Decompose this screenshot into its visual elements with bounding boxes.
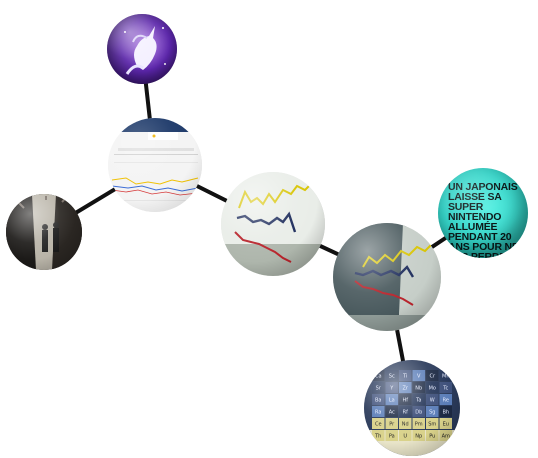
line-red-2 xyxy=(354,280,414,306)
element-cell xyxy=(399,370,412,381)
element-symbol: Th xyxy=(374,434,381,440)
element-symbol: Pu xyxy=(429,434,435,440)
element-symbol: Nb xyxy=(415,386,422,392)
element-symbol: Cr xyxy=(429,374,435,380)
element-symbol: Re xyxy=(443,398,449,404)
element-cell xyxy=(439,406,452,417)
line-yellow-2 xyxy=(362,242,434,268)
element-symbol: Ta xyxy=(415,398,421,404)
news-headline-text: UN JAPONAIS LAISSE SA SUPER NINTENDO ALL… xyxy=(448,181,528,258)
element-symbol: Bh xyxy=(442,410,449,416)
element-cell xyxy=(426,418,439,429)
element-cell xyxy=(385,370,398,381)
element-symbol: La xyxy=(389,398,395,404)
element-symbol: Ti xyxy=(402,374,407,380)
element-symbol: Np xyxy=(415,434,422,440)
node-line-chart-2[interactable] xyxy=(333,223,441,331)
element-symbol: Zr xyxy=(403,386,409,392)
element-symbol: Am xyxy=(442,434,450,440)
element-symbol: V xyxy=(417,374,421,380)
element-cell xyxy=(439,430,452,441)
search-results-thumbnail xyxy=(108,118,202,212)
unicorn-picture xyxy=(107,14,177,84)
element-symbol: Hf xyxy=(402,398,408,404)
element-cell xyxy=(372,370,385,381)
element-symbol: Pa xyxy=(389,434,395,440)
element-cell xyxy=(426,430,439,441)
element-cell xyxy=(412,406,425,417)
element-cell xyxy=(372,382,385,393)
element-cell xyxy=(399,430,412,441)
element-cell xyxy=(385,418,398,429)
line-yellow xyxy=(238,183,312,209)
element-cell xyxy=(399,394,412,405)
element-cell xyxy=(385,394,398,405)
line-chart-2-thumbnail xyxy=(333,223,441,331)
element-cell xyxy=(399,418,412,429)
element-symbol: Pr xyxy=(389,422,395,428)
element-cell xyxy=(426,382,439,393)
element-cell xyxy=(426,370,439,381)
element-symbol: Ba xyxy=(375,398,382,404)
element-cell xyxy=(426,394,439,405)
element-symbol: Sc xyxy=(389,374,395,380)
element-cell xyxy=(399,406,412,417)
element-cell xyxy=(439,394,452,405)
element-symbol: Rf xyxy=(403,410,408,416)
node-unicorn-image[interactable] xyxy=(107,14,177,84)
element-cell xyxy=(412,394,425,405)
element-cell xyxy=(426,406,439,417)
element-cell xyxy=(412,430,425,441)
node-line-chart-1[interactable] xyxy=(221,172,325,276)
element-symbol: Sr xyxy=(376,386,382,392)
element-cell xyxy=(412,418,425,429)
element-cell xyxy=(372,430,385,441)
element-cell xyxy=(372,418,385,429)
element-symbol: Db xyxy=(415,410,422,416)
element-symbol: Tc xyxy=(442,386,448,392)
element-symbol: Sg xyxy=(429,410,435,416)
line-navy xyxy=(236,211,297,233)
line-navy-2 xyxy=(354,265,415,278)
element-cell xyxy=(412,382,425,393)
element-symbol: Nd xyxy=(402,422,409,428)
street-photo xyxy=(6,194,82,270)
element-cell xyxy=(439,370,452,381)
element-symbol: Mn xyxy=(442,374,449,380)
element-symbol: Mo xyxy=(429,386,436,392)
element-cell xyxy=(372,406,385,417)
element-cell xyxy=(372,394,385,405)
element-cell xyxy=(385,382,398,393)
line-red xyxy=(234,231,292,263)
element-cell xyxy=(385,430,398,441)
element-symbol: Sm xyxy=(428,422,436,428)
element-cell xyxy=(412,370,425,381)
element-symbol: Ce xyxy=(375,422,382,428)
element-cell xyxy=(399,382,412,393)
element-symbol: Ra xyxy=(375,410,381,416)
element-cell xyxy=(439,418,452,429)
node-news-headline[interactable]: UN JAPONAIS LAISSE SA SUPER NINTENDO ALL… xyxy=(438,168,528,258)
element-symbol: Pm xyxy=(415,422,423,428)
node-street-image[interactable] xyxy=(6,194,82,270)
element-cell xyxy=(439,382,452,393)
element-symbol: W xyxy=(430,398,435,404)
node-search-chart[interactable] xyxy=(108,118,202,212)
line-chart-1-thumbnail xyxy=(221,172,325,276)
element-symbol: Eu xyxy=(443,422,449,428)
element-symbol: Ca xyxy=(375,374,382,380)
element-cell xyxy=(385,406,398,417)
element-symbol: Ac xyxy=(389,410,395,416)
element-symbol: U xyxy=(403,434,407,440)
element-symbol: Y xyxy=(389,386,394,392)
